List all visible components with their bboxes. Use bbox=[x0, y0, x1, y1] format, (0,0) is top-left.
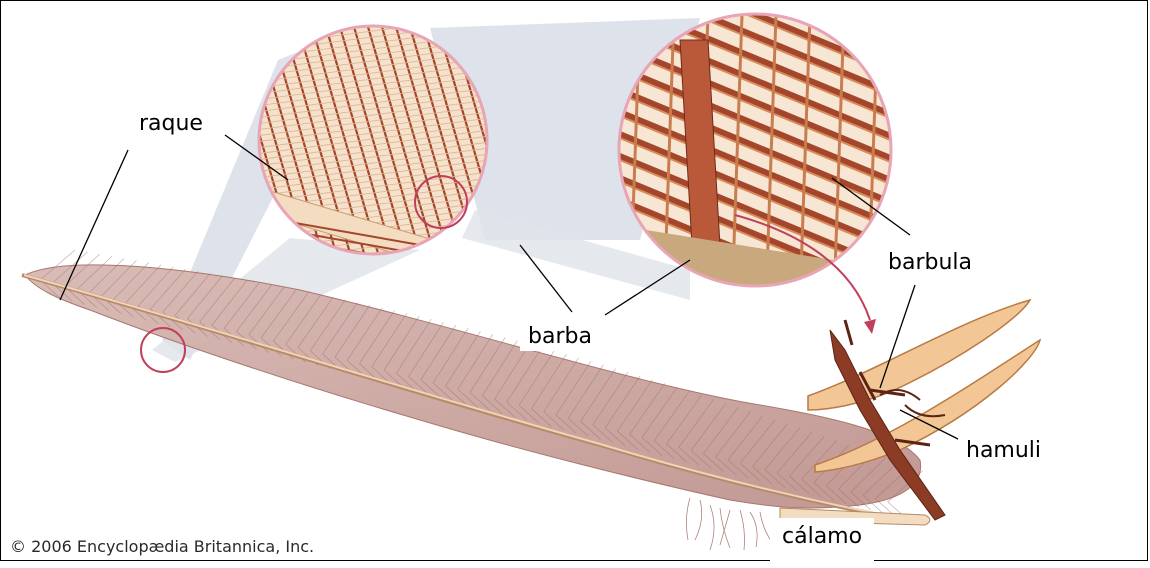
feather-down-tuft bbox=[686, 498, 772, 550]
medium-barb bbox=[128, 20, 198, 260]
label-barba: barba bbox=[520, 323, 600, 351]
label-hamuli: hamuli bbox=[958, 430, 1049, 472]
label-barbula: barbula bbox=[878, 240, 982, 284]
copyright-credit: © 2006 Encyclopædia Britannica, Inc. bbox=[10, 535, 314, 558]
feather-vane bbox=[25, 265, 921, 508]
large-barbule bbox=[610, 0, 900, 8]
label-raque: raque bbox=[133, 110, 209, 138]
detail-arrow-head bbox=[864, 319, 876, 334]
medium-barb bbox=[100, 20, 170, 260]
medium-barb bbox=[114, 20, 184, 260]
label-calamo: cálamo bbox=[770, 518, 874, 568]
large-barbule-highlight bbox=[610, 0, 900, 12]
magnified-view-large bbox=[610, 0, 912, 430]
medium-barb bbox=[142, 20, 212, 260]
